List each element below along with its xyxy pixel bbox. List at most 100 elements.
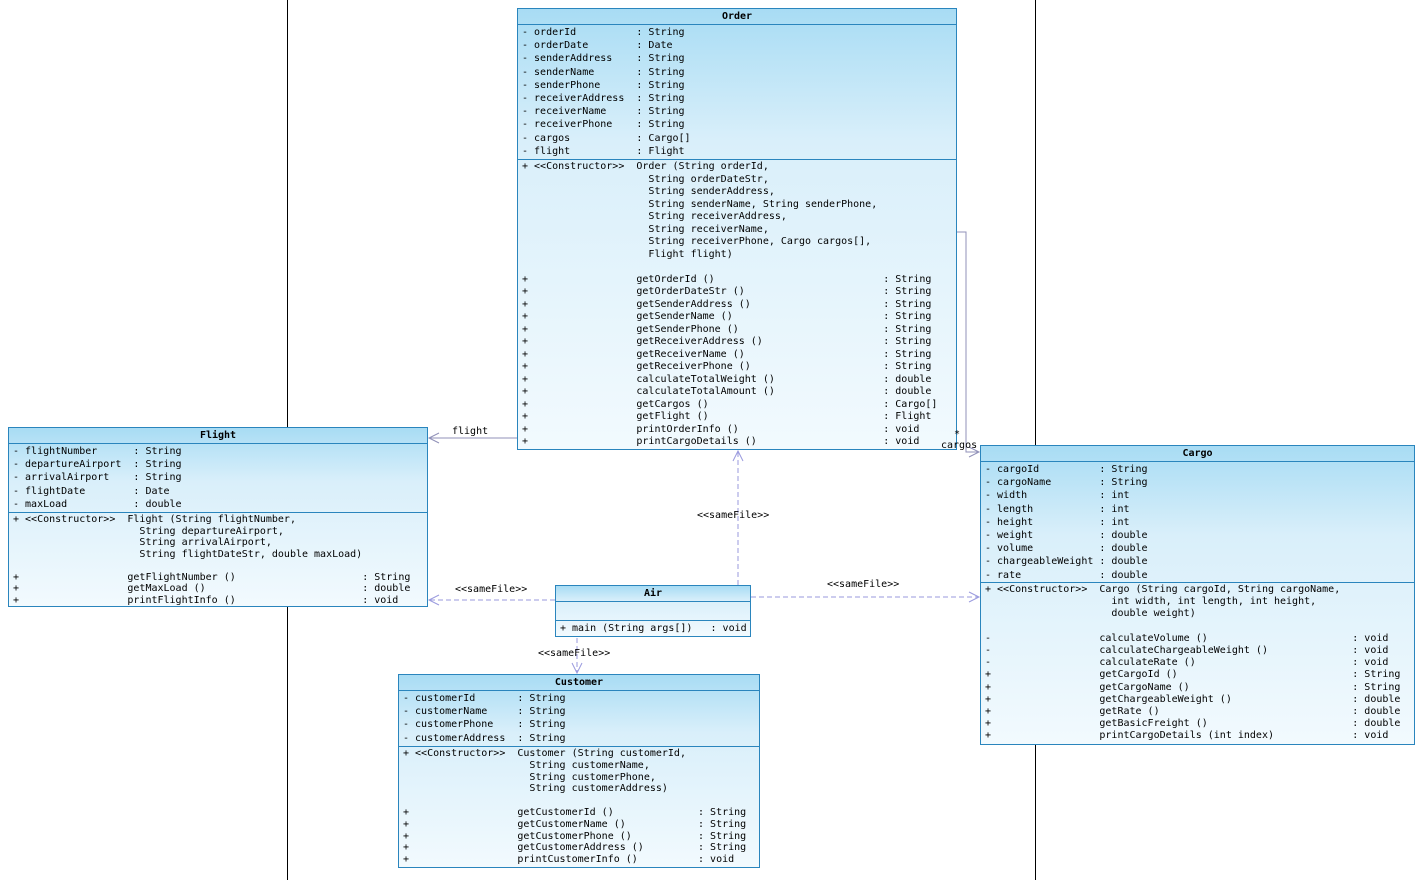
member-line: - cargoId : String: [985, 464, 1148, 475]
member-line: - flight : Flight: [522, 145, 685, 157]
edge-label-cargos: cargos: [941, 440, 978, 451]
member-line: - orderDate : Date: [522, 40, 673, 52]
class-air-title: Air: [556, 586, 750, 602]
member-line: + getSenderName () : String: [522, 311, 932, 322]
member-line: + getOrderDateStr () : String: [522, 286, 932, 297]
samefile-label-order: <<sameFile>>: [697, 510, 770, 521]
class-customer-methods: + <<Constructor>> Customer (String custo…: [399, 747, 759, 867]
member-line: + getCustomerPhone () : String: [403, 830, 747, 842]
constructor-line: + <<Constructor>> Order (String orderId,: [522, 161, 769, 172]
class-order-title: Order: [518, 9, 956, 25]
member-line: + getMaxLoad () : double: [13, 583, 411, 594]
constructor-line: + <<Constructor>> Flight (String flightN…: [13, 514, 296, 525]
member-line: - receiverName : String: [522, 106, 685, 118]
member-line: + calculateTotalAmount () : double: [522, 386, 932, 397]
association-order-cargo-arrow[interactable]: [957, 231, 981, 458]
member-line: + getSenderPhone () : String: [522, 323, 932, 335]
samefile-label-flight: <<sameFile>>: [455, 584, 528, 595]
edge-label-flight: flight: [452, 426, 489, 437]
member-line: + getCargoName () : String: [985, 681, 1401, 693]
member-line: + main (String args[]) : void: [560, 623, 747, 634]
member-line: + getReceiverName () : String: [522, 348, 932, 360]
member-line: - height : int: [985, 516, 1130, 528]
constructor-line: + <<Constructor>> Cargo (String cargoId,…: [985, 584, 1341, 595]
class-customer[interactable]: Customer - customerId : String- customer…: [398, 674, 760, 868]
member-line: - customerPhone : String: [403, 719, 566, 731]
member-line: + getOrderId () : String: [522, 273, 932, 285]
member-line: + getBasicFreight () : double: [985, 718, 1401, 730]
constructor-continuation-line: String senderName, String senderPhone,: [522, 198, 878, 210]
class-air-methods: + main (String args[]) : void: [556, 621, 750, 636]
class-air[interactable]: Air + main (String args[]) : void: [555, 585, 751, 637]
constructor-continuation-line: String receiverAddress,: [522, 211, 787, 222]
member-line: - calculateChargeableWeight () : void: [985, 645, 1389, 657]
member-line: - volume : double: [985, 543, 1148, 555]
blank-line: [403, 795, 756, 807]
class-cargo[interactable]: Cargo - cargoId : String - cargoName : St…: [980, 445, 1415, 745]
member-line: - receiverPhone : String: [522, 119, 685, 131]
dependency-air-order-arrow[interactable]: [732, 449, 744, 585]
constructor-continuation-line: double weight): [985, 608, 1196, 620]
member-line: + printCargoDetails () : void: [522, 436, 920, 447]
member-line: + getFlight () : Flight: [522, 411, 932, 422]
member-line: - calculateVolume () : void: [985, 632, 1389, 644]
member-line: - departureAirport : String: [13, 459, 182, 471]
class-flight[interactable]: Flight - flightNumber : String - departur…: [8, 427, 428, 607]
class-customer-title: Customer: [399, 675, 759, 691]
member-line: - flightNumber : String: [13, 446, 182, 457]
member-line: - flightDate : Date: [13, 485, 170, 497]
member-line: - rate : double: [985, 569, 1148, 581]
member-line: + getReceiverAddress () : String: [522, 336, 932, 347]
class-cargo-title: Cargo: [981, 446, 1414, 462]
member-line: + getFlightNumber () : String: [13, 571, 411, 583]
samefile-label-customer: <<sameFile>>: [538, 648, 611, 659]
member-line: + printCargoDetails (int index) : void: [985, 730, 1389, 742]
member-line: + getSenderAddress () : String: [522, 298, 932, 310]
member-line: - calculateRate () : void: [985, 657, 1389, 669]
member-line: - customerId : String: [403, 693, 566, 704]
member-line: + getCustomerAddress () : String: [403, 842, 747, 854]
class-order[interactable]: Order - orderId : String- orderDate : Da…: [517, 8, 957, 450]
class-flight-methods: + <<Constructor>> Flight (String flightN…: [9, 513, 427, 606]
class-customer-attributes: - customerId : String - customerName : St…: [399, 691, 759, 747]
member-line: - customerName : String: [403, 706, 566, 718]
member-line: - length : int: [985, 503, 1130, 515]
member-line: - chargeableWeight : double: [985, 556, 1148, 568]
member-line: + getCargos () : Cargo[]: [522, 398, 938, 410]
edge-label-cargos-multiplicity: *: [954, 429, 961, 440]
class-flight-attributes: - flightNumber : String - departureAirpor…: [9, 444, 427, 513]
class-flight-title: Flight: [9, 428, 427, 444]
association-order-flight-arrow[interactable]: [427, 432, 517, 444]
blank-line: [522, 261, 953, 274]
member-line: - cargoName : String: [985, 477, 1148, 489]
constructor-continuation-line: String receiverPhone, Cargo cargos[],: [522, 236, 872, 247]
samefile-label-cargo: <<sameFile>>: [827, 579, 900, 590]
constructor-continuation-line: String orderDateStr,: [522, 173, 769, 185]
constructor-continuation-line: String customerPhone,: [403, 771, 656, 783]
blank-line: [13, 560, 424, 572]
member-line: + getCustomerId () : String: [403, 806, 747, 818]
member-line: - maxLoad : double: [13, 498, 182, 510]
member-line: + getRate () : double: [985, 706, 1401, 718]
member-line: + printFlightInfo () : void: [13, 594, 399, 606]
class-air-attributes: [556, 602, 750, 621]
constructor-continuation-line: int width, int length, int height,: [985, 596, 1317, 608]
member-line: + printCustomerInfo () : void: [403, 854, 735, 866]
class-order-attributes: - orderId : String- orderDate : Date- se…: [518, 25, 956, 160]
member-line: - weight : double: [985, 530, 1148, 542]
constructor-continuation-line: String departureAirport,: [13, 525, 284, 537]
member-line: - customerAddress : String: [403, 732, 566, 744]
dependency-air-customer-arrow[interactable]: [571, 638, 583, 675]
constructor-continuation-line: String arrivalAirport,: [13, 537, 272, 548]
member-line: + calculateTotalWeight () : double: [522, 373, 932, 385]
constructor-line: + <<Constructor>> Customer (String custo…: [403, 748, 686, 759]
member-line: + getCargoId () : String: [985, 669, 1401, 681]
class-order-methods: + <<Constructor>> Order (String orderId,…: [518, 160, 956, 449]
class-cargo-methods: + <<Constructor>> Cargo (String cargoId,…: [981, 583, 1414, 744]
dependency-air-flight-arrow[interactable]: [427, 594, 555, 606]
dependency-air-cargo-arrow[interactable]: [751, 591, 981, 603]
member-line: - senderPhone : String: [522, 79, 685, 91]
member-line: - width : int: [985, 490, 1130, 502]
class-cargo-attributes: - cargoId : String- cargoName : String- …: [981, 462, 1414, 583]
